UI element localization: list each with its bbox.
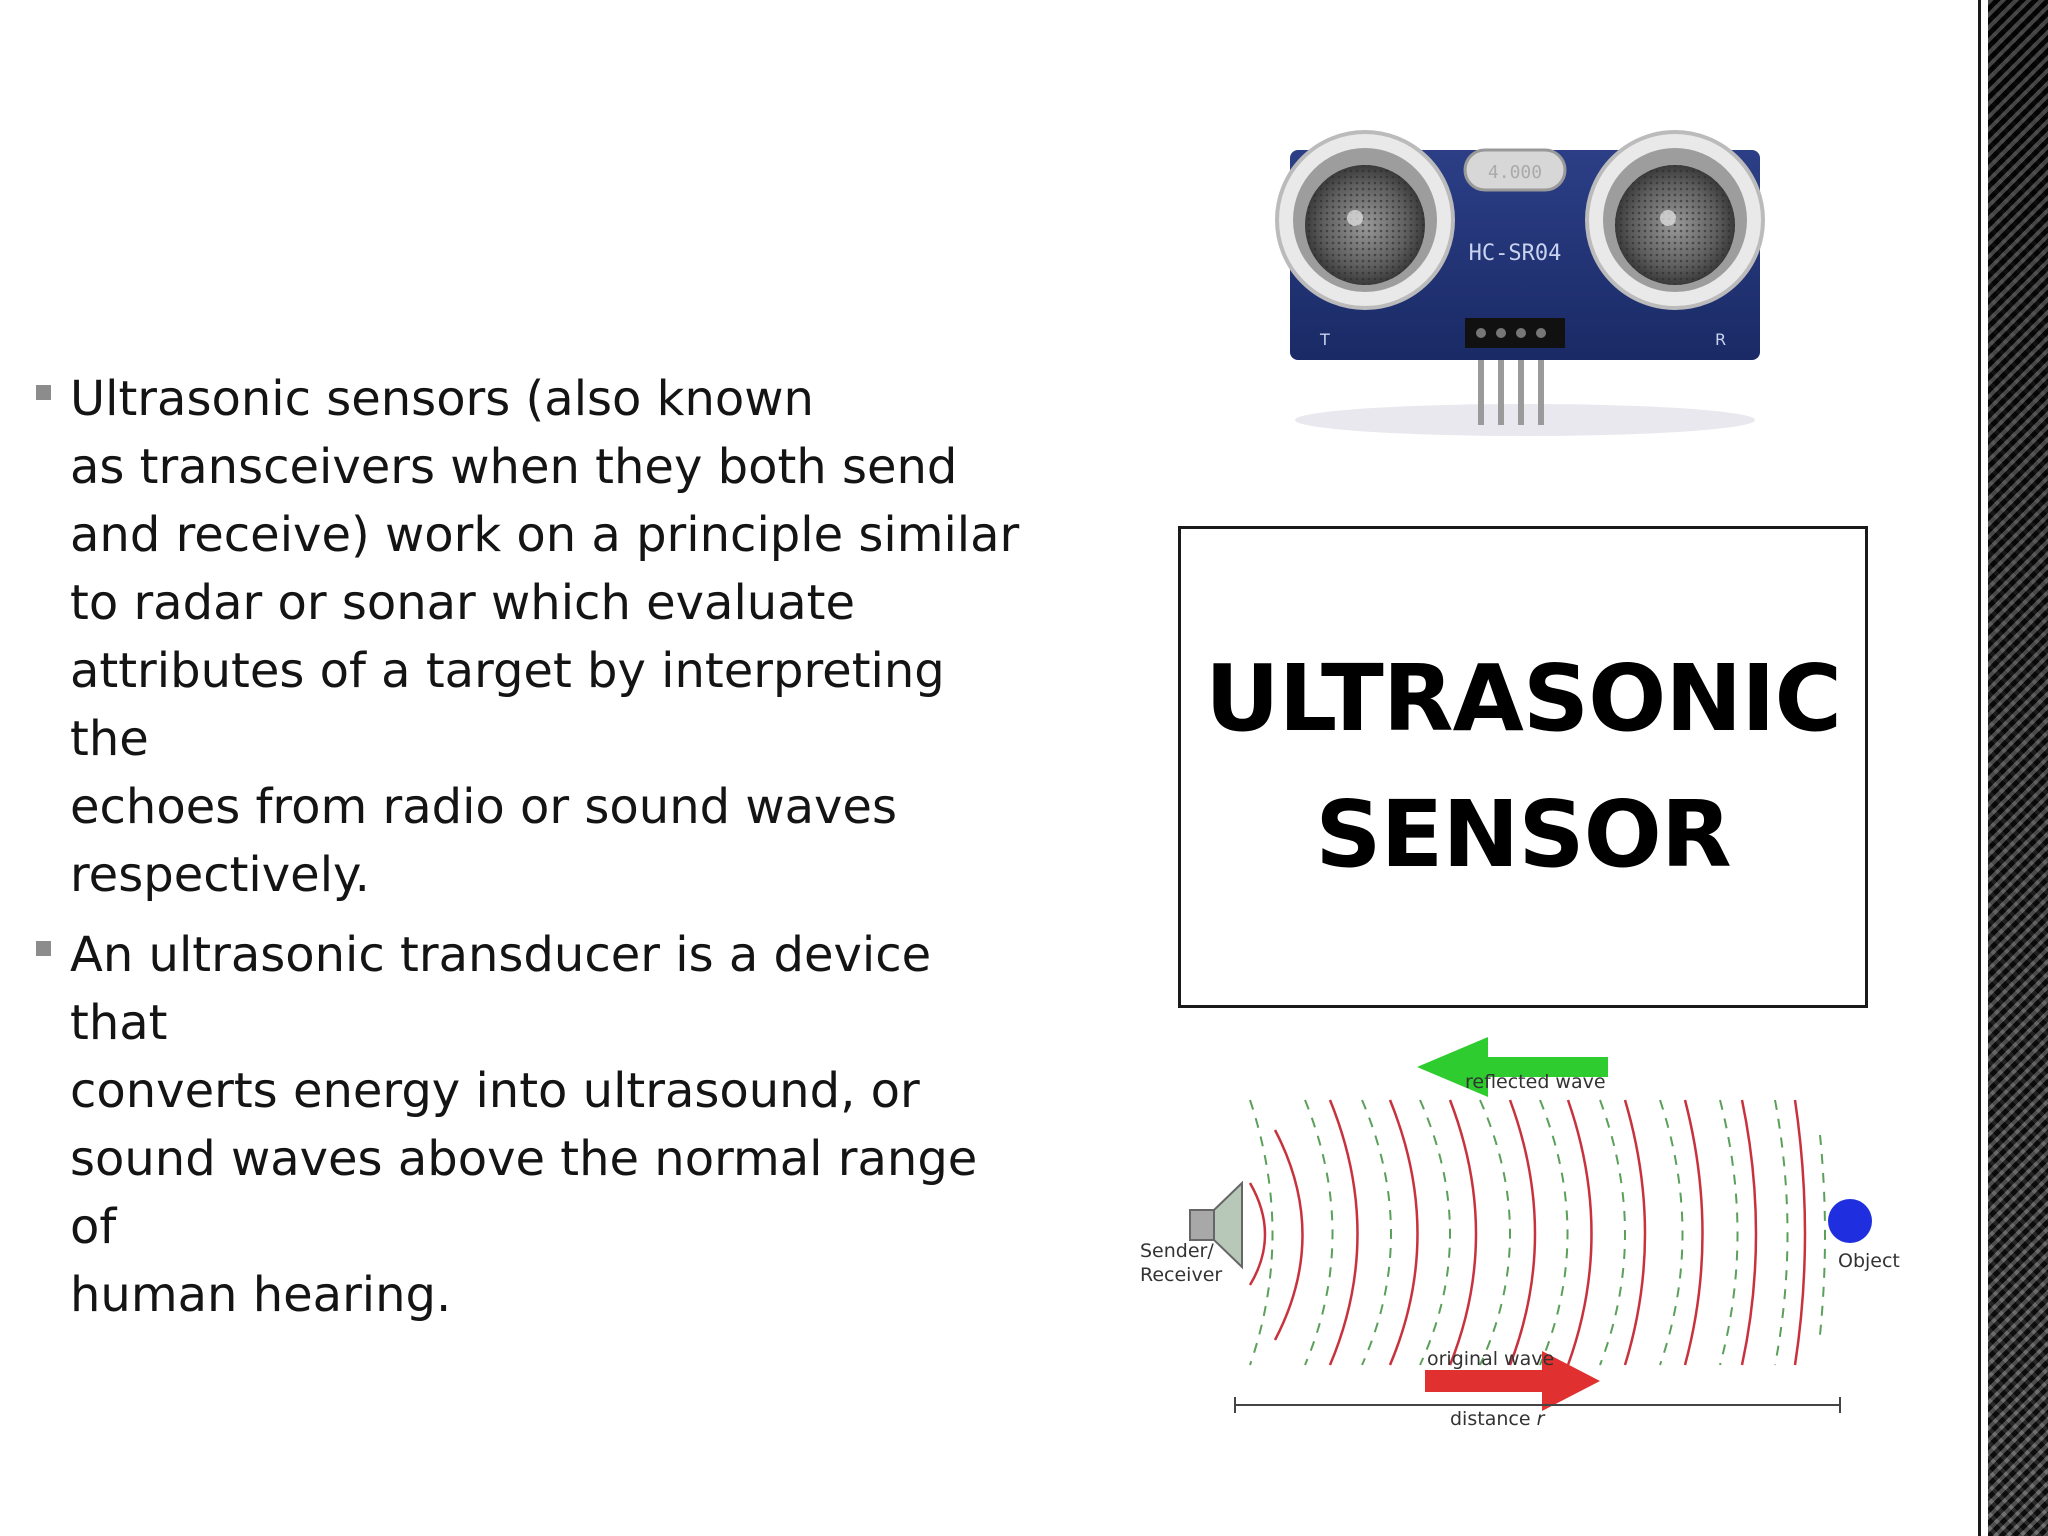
model-label: HC-SR04 xyxy=(1469,241,1562,266)
bullet-line: An ultrasonic transducer is a device tha… xyxy=(70,927,932,1051)
speaker-icon xyxy=(1189,1180,1243,1270)
bullet-line: as transceivers when they both send xyxy=(70,439,958,495)
bullet-list: Ultrasonic sensors (also known as transc… xyxy=(30,365,1020,1341)
pin xyxy=(1538,345,1544,425)
reflected-wave-arrow-icon xyxy=(1417,1037,1608,1097)
pin xyxy=(1498,345,1504,425)
original-wave-arrow-icon xyxy=(1425,1351,1600,1411)
pin xyxy=(1478,345,1484,425)
bullet-line: Ultrasonic sensors (also known xyxy=(70,371,814,427)
decorative-side-border xyxy=(1972,0,2048,1536)
crystal-label: 4.000 xyxy=(1488,162,1542,183)
wave-diagram: reflected wave xyxy=(1140,1037,1900,1430)
title-line-1: ULTRASONIC xyxy=(1204,645,1842,752)
object-icon xyxy=(1828,1199,1872,1243)
receiver-label: Receiver xyxy=(1140,1264,1222,1286)
title-line-2: SENSOR xyxy=(1315,781,1731,888)
bullet-line: sound waves above the normal range of xyxy=(70,1131,978,1255)
title-box: ULTRASONIC SENSOR xyxy=(1178,526,1868,1008)
object-label: Object xyxy=(1838,1250,1900,1272)
slide-title: ULTRASONIC SENSOR xyxy=(1204,631,1842,903)
pin xyxy=(1518,345,1524,425)
bullet-line: converts energy into ultrasound, or xyxy=(70,1063,920,1119)
bullet-line: to radar or sonar which evaluate xyxy=(70,575,855,631)
bullet-line: and receive) work on a principle similar xyxy=(70,507,1020,563)
sender-label: Sender/ xyxy=(1140,1240,1214,1262)
crystal xyxy=(1463,148,1567,192)
reflected-waves xyxy=(1249,1099,1826,1366)
decorative-side-pattern xyxy=(1988,0,2048,1536)
bullet-square-icon xyxy=(36,941,51,956)
bullet-item-2: An ultrasonic transducer is a device tha… xyxy=(30,921,1020,1329)
transmitter-mark: T xyxy=(1319,330,1330,349)
bullet-item-1: Ultrasonic sensors (also known as transc… xyxy=(30,365,1020,909)
bullet-line: attributes of a target by interpreting t… xyxy=(70,643,945,767)
bullet-line: human hearing. xyxy=(70,1267,452,1323)
transmitter-transducer xyxy=(1275,130,1455,310)
receiver-transducer xyxy=(1585,130,1765,310)
sensor-module-image: 4.000 HC-SR04 T R xyxy=(1275,130,1765,436)
distance-line xyxy=(1234,1397,1841,1413)
original-wave-label: original wave xyxy=(1427,1348,1554,1370)
distance-label: distance r xyxy=(1450,1408,1546,1430)
reflected-wave-label: reflected wave xyxy=(1465,1071,1606,1093)
receiver-mark: R xyxy=(1715,330,1726,349)
bullet-line: respectively. xyxy=(70,847,370,903)
original-waves xyxy=(1248,1099,1807,1366)
bullet-line: echoes from radio or sound waves xyxy=(70,779,897,835)
bullet-square-icon xyxy=(36,385,51,400)
